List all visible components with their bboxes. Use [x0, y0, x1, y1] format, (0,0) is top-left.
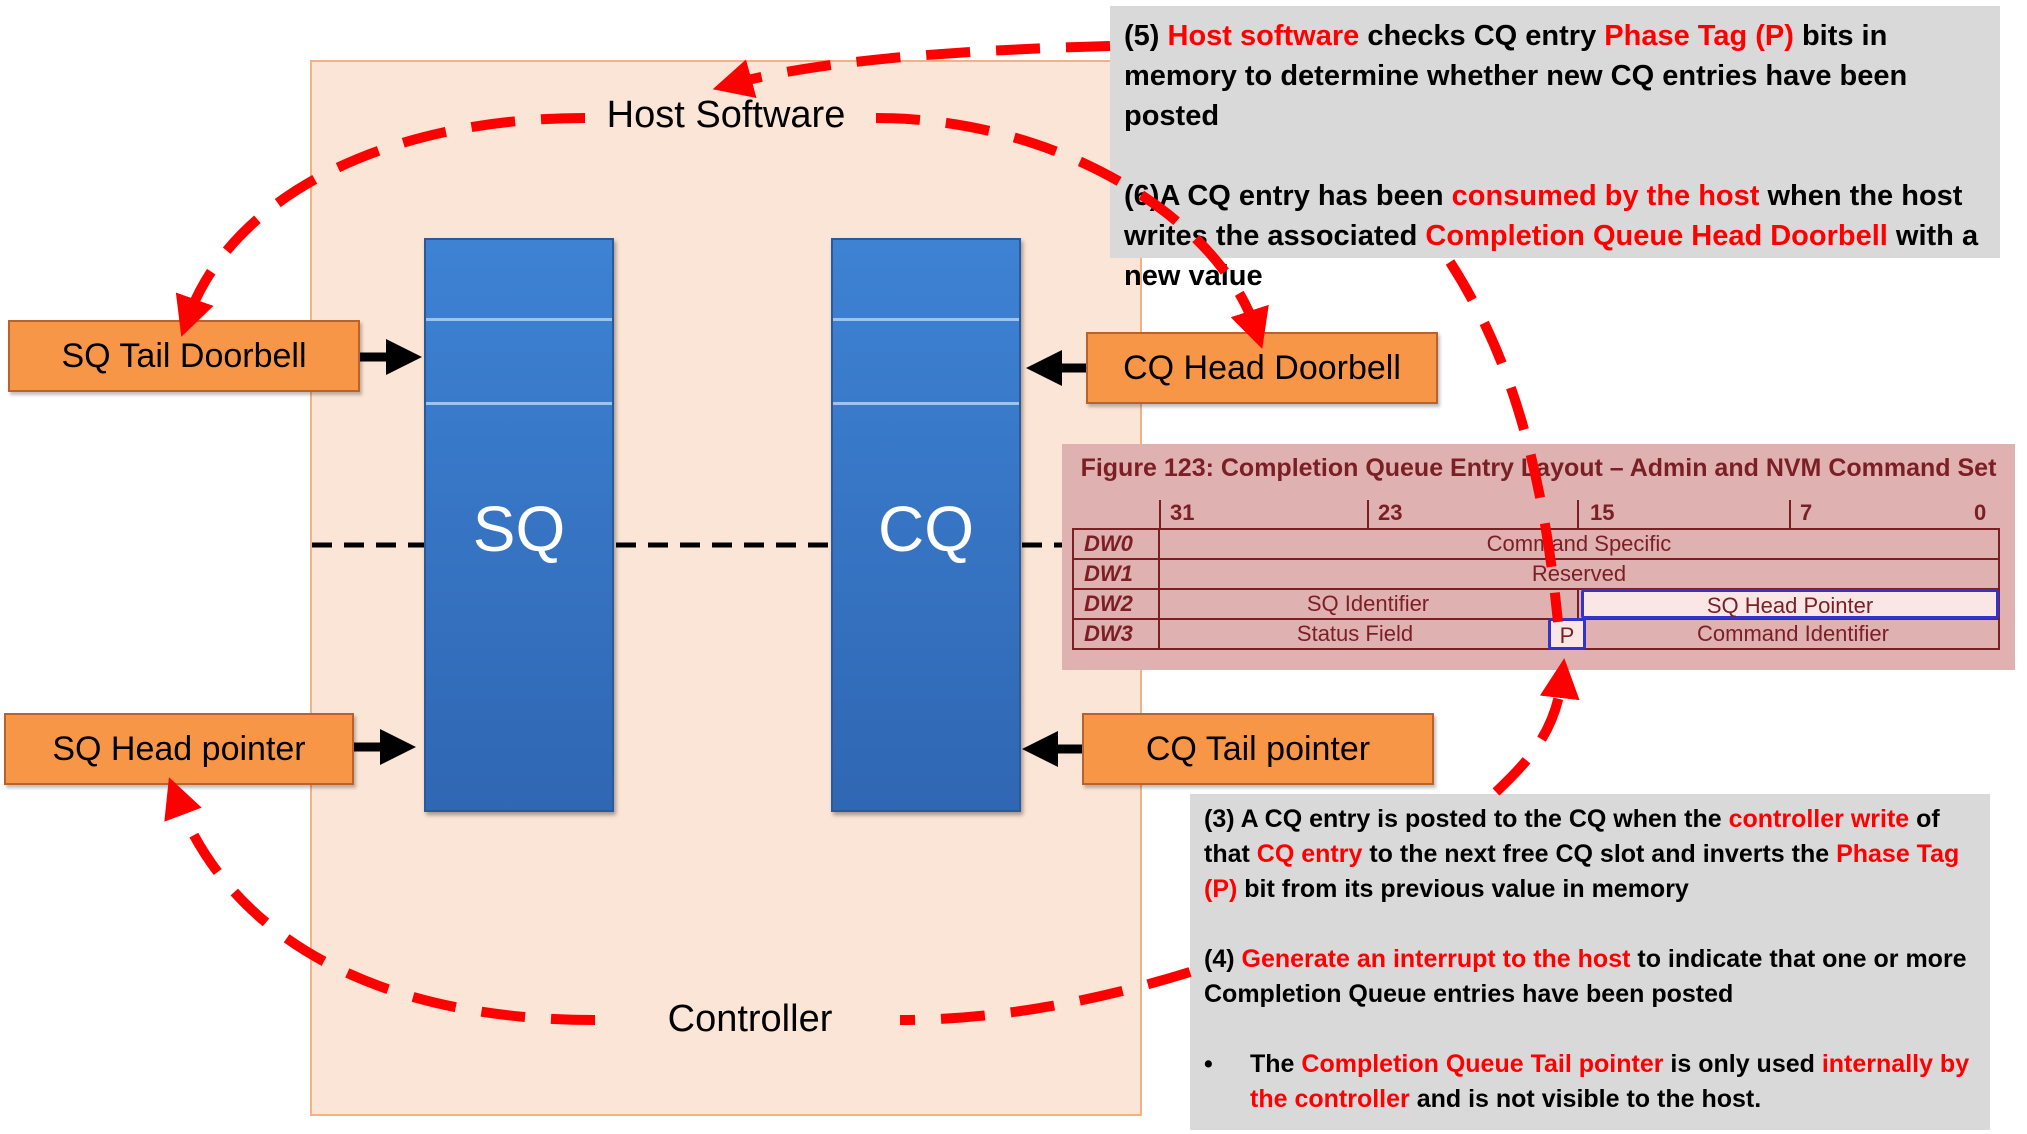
bit-15: 15	[1590, 500, 1615, 525]
dw3-phase-tag: P	[1559, 623, 1575, 648]
row-dw0: DW0	[1084, 531, 1133, 556]
note-controller-steps: (3) A CQ entry is posted to the CQ when …	[1190, 794, 1990, 1130]
row-dw1: DW1	[1084, 561, 1133, 586]
dw1-reserved: Reserved	[1531, 561, 1627, 586]
note-host-steps: (5) Host software checks CQ entry Phase …	[1110, 6, 2000, 292]
row-dw2: DW2	[1084, 591, 1133, 616]
phase-tag-highlight: P	[1548, 618, 1586, 650]
dw2-sq-head-pointer: SQ Head Pointer	[1706, 593, 1874, 618]
dw0-command-specific: Command Specific	[1486, 531, 1672, 556]
row-dw3: DW3	[1084, 621, 1133, 646]
dw3-status-field: Status Field	[1296, 621, 1414, 646]
sq-head-pointer-highlight: SQ Head Pointer	[1581, 589, 1999, 619]
cq-tail-pointer-box: CQ Tail pointer	[1082, 713, 1434, 785]
bullet-icon: •	[1204, 1050, 1213, 1078]
sq-label: SQ	[472, 493, 566, 565]
bit-0: 0	[1974, 500, 1987, 525]
note-bullet-text: The Completion Queue Tail pointer is onl…	[1250, 1050, 1970, 1113]
cq-entry-layout-figure: Figure 123: Completion Queue Entry Layou…	[1062, 444, 2015, 670]
bit-7: 7	[1800, 500, 1813, 525]
note-step-3: (3) A CQ entry is posted to the CQ when …	[1204, 805, 1960, 903]
completion-queue: CQ	[831, 238, 1021, 812]
dw2-sq-identifier: SQ Identifier	[1306, 591, 1430, 616]
note-step-4: (4) Generate an interrupt to the host to…	[1204, 945, 1967, 1008]
bit-23: 23	[1378, 500, 1403, 525]
submission-queue: SQ	[424, 238, 614, 812]
figure-title: Figure 123: Completion Queue Entry Layou…	[1080, 454, 1997, 482]
note-bullet: • The Completion Queue Tail pointer is o…	[1204, 1047, 1976, 1117]
host-software-label: Host Software	[606, 94, 846, 136]
note-step-5: (5) Host software checks CQ entry Phase …	[1124, 20, 1908, 132]
dw3-command-identifier: Command Identifier	[1697, 621, 1889, 646]
note-step-6: (6)A CQ entry has been consumed by the h…	[1124, 180, 1979, 292]
controller-label: Controller	[667, 998, 833, 1040]
sq-tail-doorbell-box: SQ Tail Doorbell	[8, 320, 360, 392]
cq-label: CQ	[878, 493, 974, 565]
sq-head-pointer-box: SQ Head pointer	[4, 713, 354, 785]
bit-31: 31	[1170, 500, 1195, 525]
